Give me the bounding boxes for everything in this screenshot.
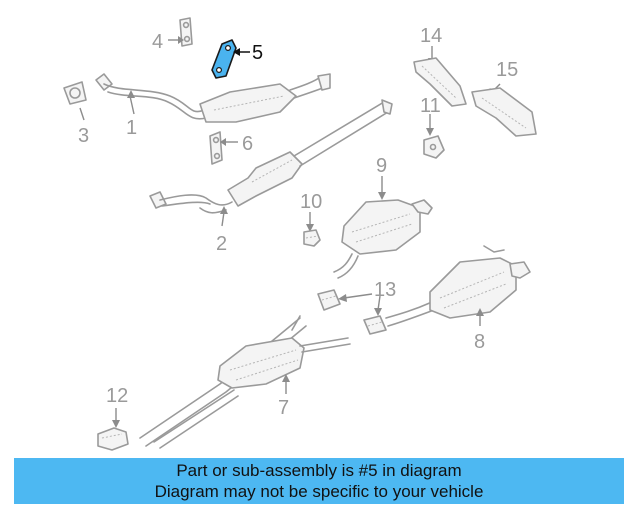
part-13-clamps — [317, 289, 387, 335]
callout-8: 8 — [474, 331, 485, 353]
part-11-bracket — [423, 114, 445, 159]
part-6-bracket — [209, 131, 238, 165]
callout-1: 1 — [126, 117, 137, 139]
callout-13: 13 — [374, 279, 396, 301]
banner-line-1: Part or sub-assembly is #5 in diagram — [176, 461, 462, 480]
part-9-rear-muffler — [333, 176, 433, 279]
part-12-clamp — [97, 408, 129, 451]
part-1-front-pipe — [95, 73, 331, 123]
callout-7: 7 — [278, 397, 289, 419]
callout-10: 10 — [300, 191, 322, 213]
callout-3: 3 — [78, 125, 89, 147]
part-8-rear-muffler — [385, 245, 531, 327]
part-14-heat-shield — [413, 46, 467, 107]
callout-15: 15 — [496, 59, 518, 81]
banner-line-2: Diagram may not be specific to your vehi… — [154, 482, 484, 501]
part-4-hanger — [168, 17, 193, 47]
part-2-y-pipe — [149, 99, 393, 227]
callout-6: 6 — [242, 133, 253, 155]
part-15-heat-shield — [471, 83, 537, 137]
part-10-clamp — [303, 212, 321, 247]
part-7-center-pipe — [139, 315, 351, 449]
info-banner: Part or sub-assembly is #5 in diagram Di… — [14, 458, 624, 504]
part-3-gasket — [63, 81, 87, 121]
callout-5: 5 — [252, 42, 263, 64]
callout-11: 11 — [420, 95, 441, 117]
callout-14: 14 — [420, 25, 442, 47]
callout-2: 2 — [216, 233, 227, 255]
callout-12: 12 — [106, 385, 128, 407]
callout-9: 9 — [376, 155, 387, 177]
part-5-bracket-highlighted — [211, 39, 250, 79]
callout-4: 4 — [152, 31, 163, 53]
